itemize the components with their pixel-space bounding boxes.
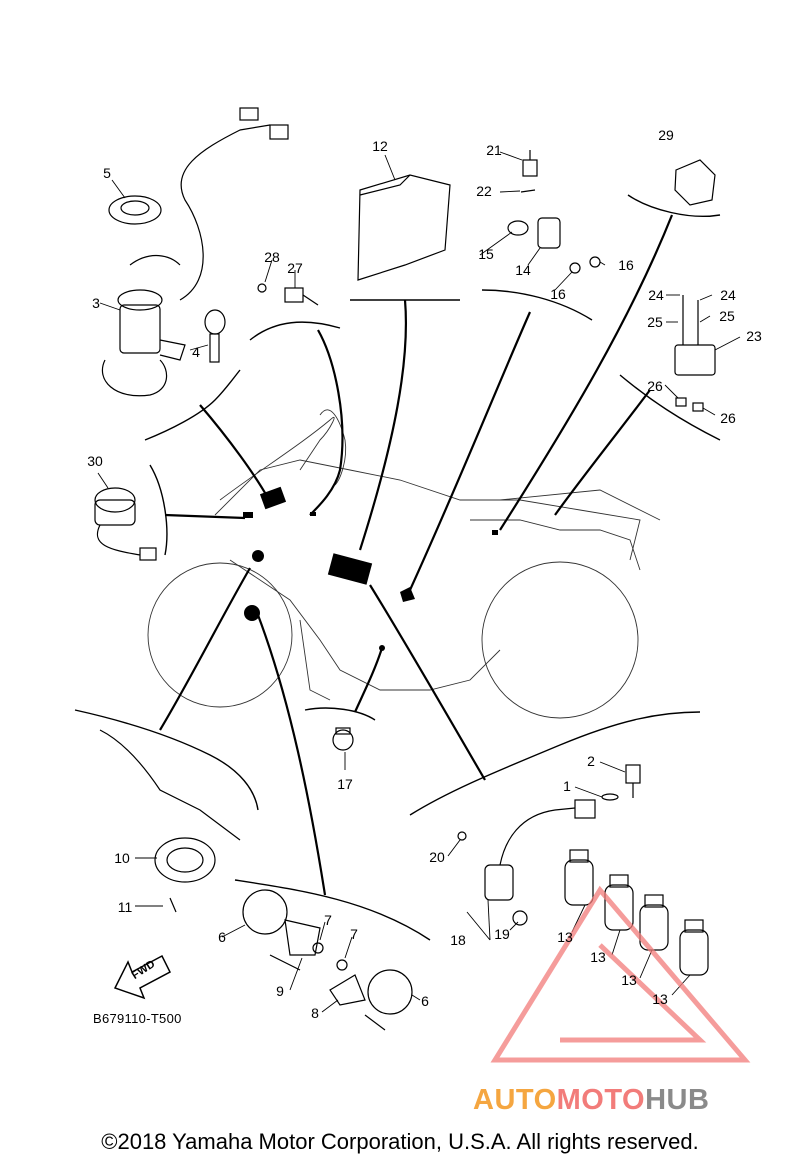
callout-25b: 25 [719, 308, 735, 324]
callout-5: 5 [103, 165, 111, 181]
callout-27: 27 [287, 260, 303, 276]
callout-18: 18 [450, 932, 466, 948]
callout-1: 1 [563, 778, 571, 794]
speed-sensor-part-18 [457, 799, 596, 926]
callout-28: 28 [264, 249, 280, 265]
callout-7b: 7 [350, 926, 358, 942]
watermark-part-auto: AUTO [473, 1084, 557, 1116]
ecu-part-12 [357, 174, 451, 281]
watermark-logo: AUTOMOTOHUB [473, 1084, 709, 1117]
lean-sensor-part-23 [674, 295, 716, 412]
callout-16b: 16 [550, 286, 566, 302]
callout-14: 14 [515, 262, 531, 278]
horn-bracket-parts [242, 889, 413, 1031]
ignition-switch-part-3 [101, 255, 186, 397]
sensor-part-21 [520, 150, 538, 193]
injectors-part-13 [564, 849, 709, 976]
bracket-lines [74, 194, 721, 941]
callout-25a: 25 [647, 314, 663, 330]
callout-30: 30 [87, 453, 103, 469]
callout-8: 8 [311, 1005, 319, 1021]
sensor-part-27 [257, 283, 319, 306]
callout-7a: 7 [324, 912, 332, 928]
connector-plug [239, 107, 259, 121]
fwd-arrow [113, 954, 171, 1000]
callout-29: 29 [658, 127, 674, 143]
horn-part-10 [99, 729, 241, 913]
callout-13a: 13 [557, 929, 573, 945]
key-part-4 [204, 309, 226, 363]
callout-4: 4 [192, 344, 200, 360]
callout-26a: 26 [647, 378, 663, 394]
connector-plug-2 [269, 124, 289, 140]
callout-26b: 26 [720, 410, 736, 426]
callout-15: 15 [478, 246, 494, 262]
ignition-wire [179, 124, 271, 301]
cap-part-5 [108, 195, 162, 225]
callout-3: 3 [92, 295, 100, 311]
socket-part-30 [94, 487, 157, 561]
callout-6b: 6 [421, 993, 429, 1009]
watermark-part-moto: MOTO [556, 1084, 646, 1116]
copyright-notice: ©2018 Yamaha Motor Corporation, U.S.A. A… [101, 1129, 699, 1154]
location-markers [243, 486, 498, 651]
callout-13b: 13 [590, 949, 606, 965]
callout-12: 12 [372, 138, 388, 154]
diagram-code: B679110-T500 [93, 1011, 182, 1026]
callout-19: 19 [494, 926, 510, 942]
callout-9: 9 [276, 983, 284, 999]
callout-16a: 16 [618, 257, 634, 273]
callout-11: 11 [117, 899, 133, 915]
callout-22: 22 [476, 183, 492, 199]
callout-24b: 24 [720, 287, 736, 303]
callout-ticks [97, 151, 741, 1013]
switch-part-17 [332, 727, 354, 751]
relay-part-29 [674, 159, 716, 206]
callout-20: 20 [429, 849, 445, 865]
callout-6a: 6 [218, 929, 226, 945]
motorcycle-outline [147, 409, 661, 719]
leader-lines [159, 214, 674, 896]
callout-2: 2 [587, 753, 595, 769]
callout-13c: 13 [621, 972, 637, 988]
watermark-part-hub: HUB [645, 1084, 710, 1116]
callout-21: 21 [486, 142, 502, 158]
watermark-triangle [490, 885, 751, 1063]
callout-10: 10 [114, 850, 130, 866]
callout-24a: 24 [648, 287, 664, 303]
callout-13d: 13 [652, 991, 668, 1007]
callout-23: 23 [746, 328, 762, 344]
callout-17: 17 [337, 776, 353, 792]
